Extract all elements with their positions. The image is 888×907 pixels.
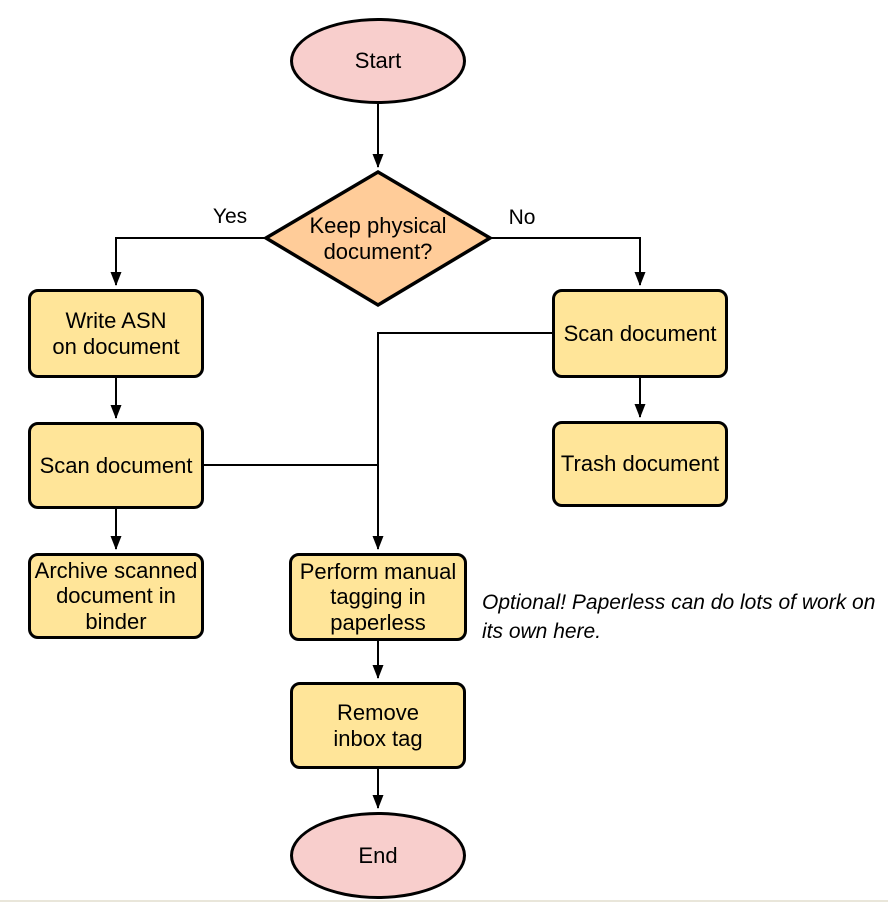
write-asn-node-label: Write ASN on document (52, 307, 180, 359)
end-node: End (290, 812, 466, 899)
edge-decision-no-to-scan-right (490, 237, 646, 286)
manual-tagging-node-label: Perform manual tagging in paperless (299, 558, 457, 635)
scan-document-left-node: Scan document (28, 422, 204, 509)
decision-node-label: Keep physical document? (309, 212, 447, 264)
start-node: Start (290, 18, 466, 104)
scan-document-left-node-label: Scan document (39, 452, 193, 478)
decision-node: Keep physical document? (278, 182, 478, 295)
manual-tagging-node: Perform manual tagging in paperless (289, 553, 467, 641)
bottom-divider (0, 900, 888, 902)
end-node-label: End (358, 842, 398, 868)
start-node-label: Start (354, 48, 402, 74)
decision-diamond-shape (262, 169, 494, 308)
trash-document-node: Trash document (552, 421, 728, 507)
remove-inbox-tag-node: Remove inbox tag (290, 682, 466, 769)
scan-document-right-node-label: Scan document (563, 320, 717, 346)
archive-node: Archive scanned document in binder (28, 553, 204, 639)
yes-branch-label: Yes (212, 205, 248, 228)
remove-inbox-tag-node-label: Remove inbox tag (333, 699, 423, 751)
edge-scan-right-to-tagging (372, 332, 552, 550)
archive-node-label: Archive scanned document in binder (34, 557, 198, 634)
edge-decision-yes-to-write-asn (110, 237, 266, 286)
write-asn-node: Write ASN on document (28, 289, 204, 378)
trash-document-node-label: Trash document (560, 451, 720, 477)
optional-annotation: Optional! Paperless can do lots of work … (482, 591, 876, 643)
scan-document-right-node: Scan document (552, 289, 728, 378)
no-branch-label: No (508, 206, 536, 229)
